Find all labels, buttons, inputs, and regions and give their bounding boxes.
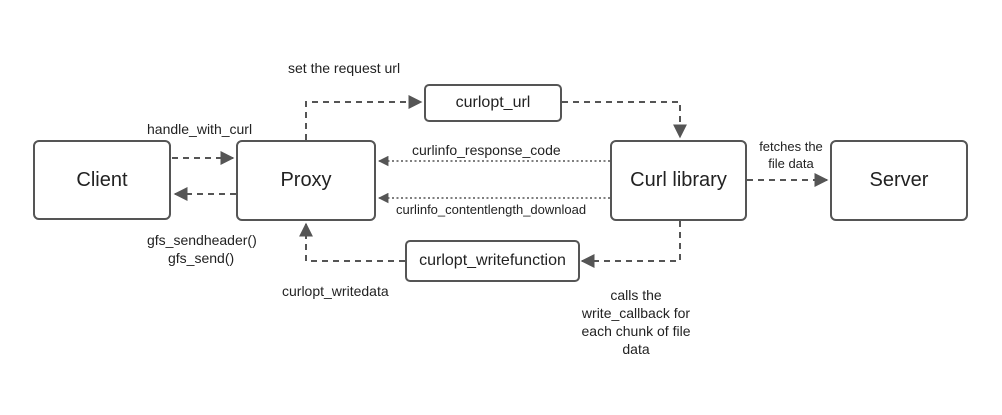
label-set-request-url: set the request url [288,60,401,76]
label-data: data [622,341,650,357]
node-curlopt-writefunction: curlopt_writefunction [405,240,580,282]
label-calls-the: calls the [610,287,662,303]
label-curlinfo-contentlength-download: curlinfo_contentlength_download [396,202,587,217]
node-proxy: Proxy [236,140,376,221]
label-gfs-sendheader: gfs_sendheader() [147,232,257,248]
label-file-data: file data [768,156,814,171]
node-curl-library: Curl library [610,140,747,221]
label-curlopt-writedata: curlopt_writedata [282,283,389,299]
node-client: Client [33,140,171,220]
label-each-chunk-of-file: each chunk of file [581,323,691,339]
edge-writefunction-to-proxy [299,222,405,262]
node-server: Server [830,140,968,221]
node-curlopt-url: curlopt_url [424,84,562,122]
edge-proxy-to-curlopt-url [305,95,423,140]
edge-curl-library-to-writefunction [580,221,681,268]
label-curlinfo-response-code: curlinfo_response_code [412,142,561,158]
edge-curlopt-url-to-curl-library [562,101,687,139]
label-fetches-the: fetches the [759,139,823,154]
label-gfs-send: gfs_send() [168,250,235,266]
label-write-callback-for: write_callback for [581,305,691,321]
label-handle-with-curl: handle_with_curl [147,121,253,137]
